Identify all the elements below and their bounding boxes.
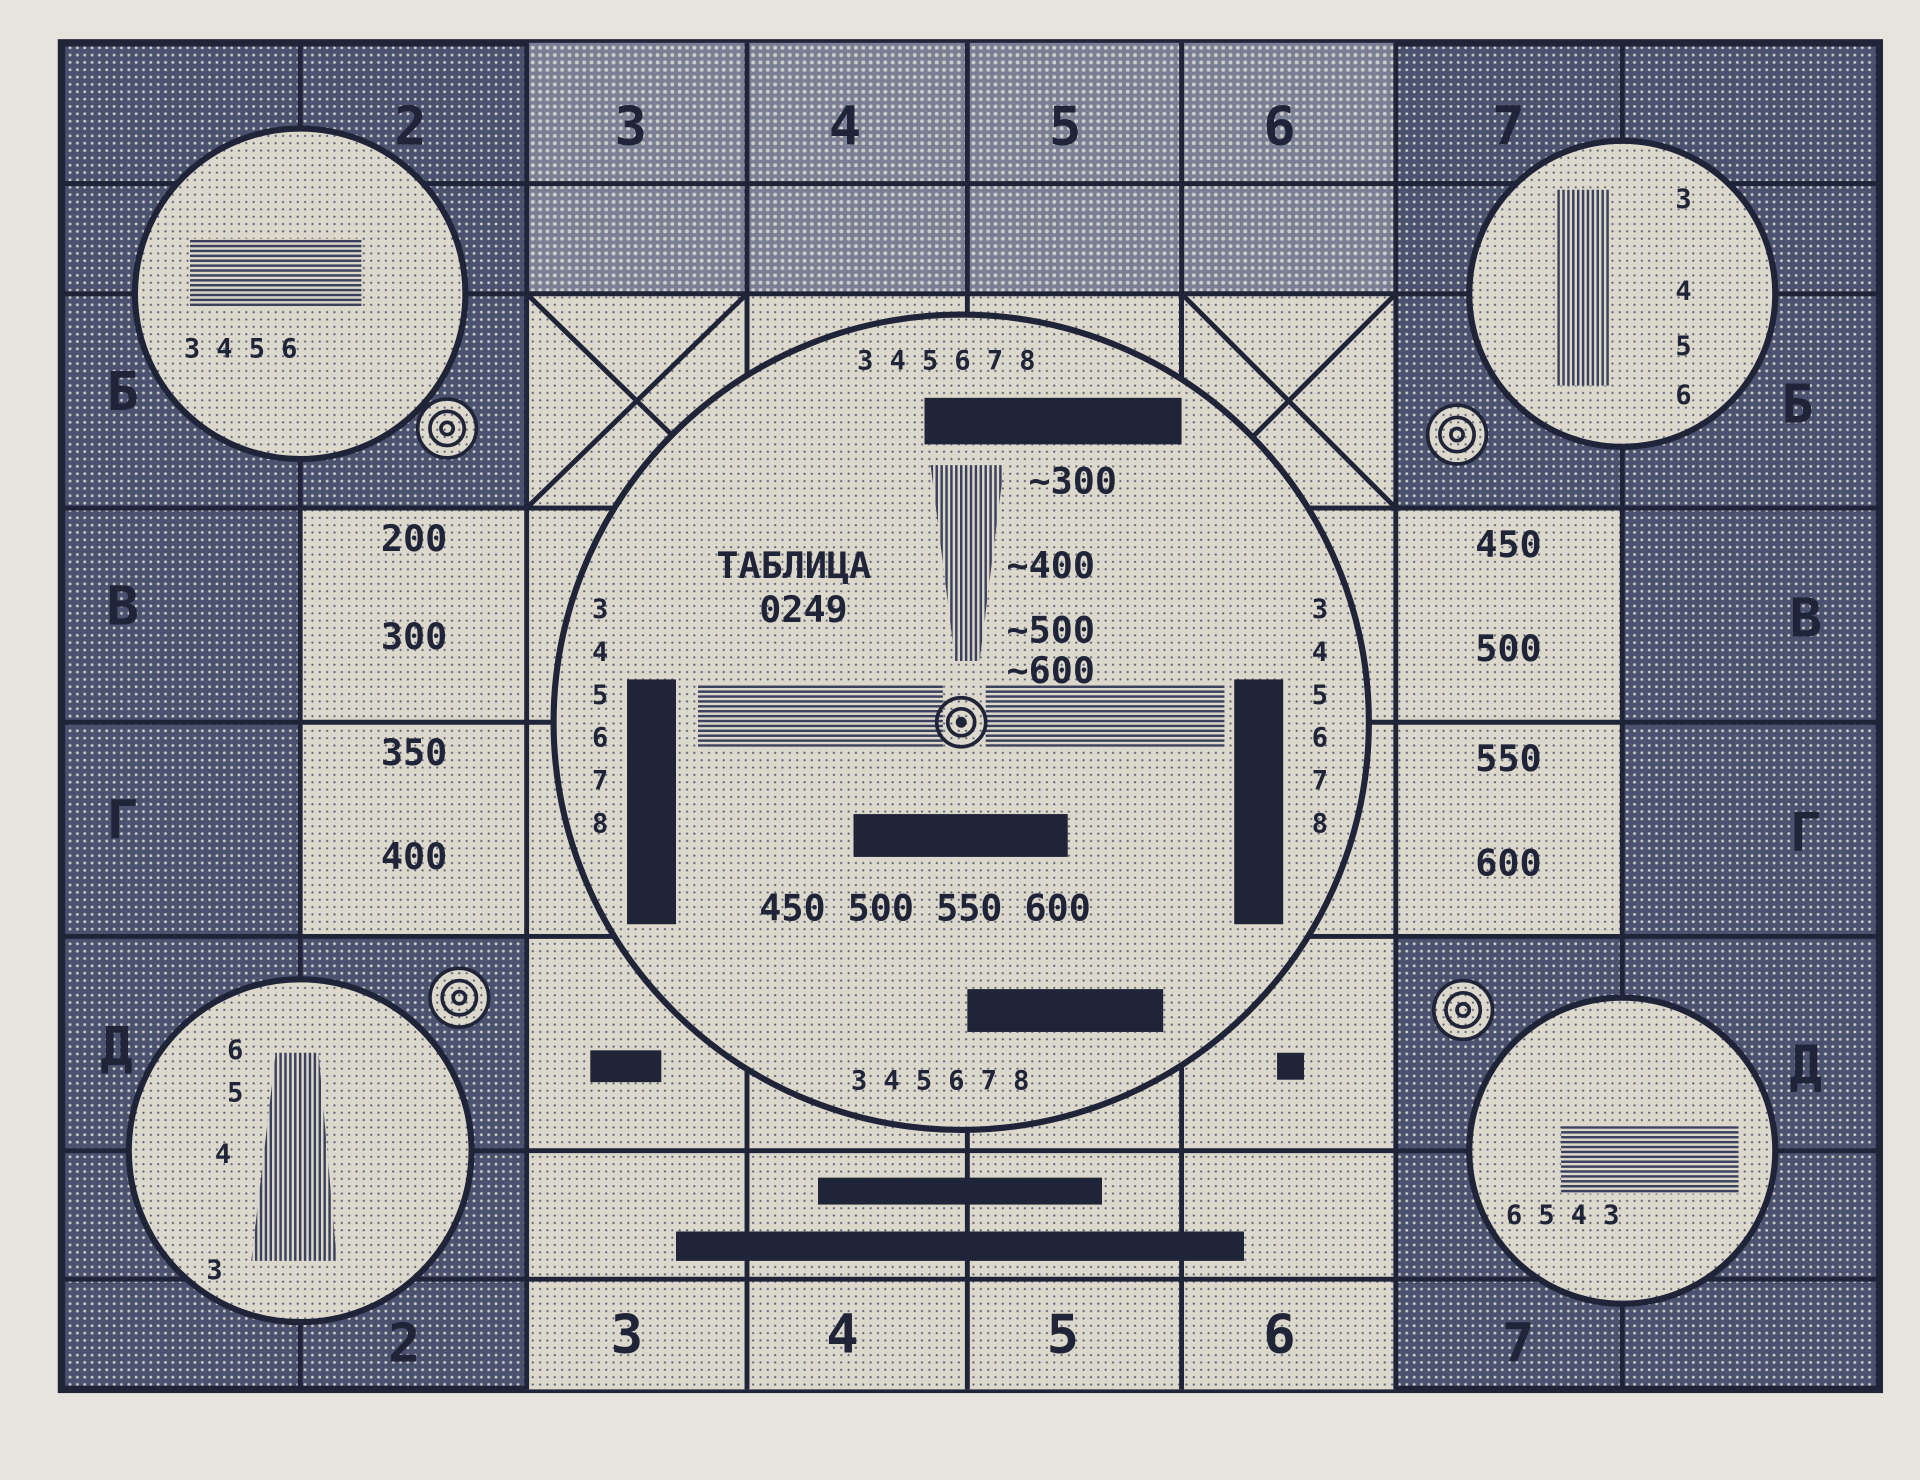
wedge-top-right [1554,189,1611,386]
side-scale: 4 [592,637,608,668]
resolution-label: 300 [381,615,447,658]
resolution-label: 200 [381,517,447,560]
resolution-label: 350 [381,731,447,774]
top-band [526,42,1396,294]
bottom-number: 4 [826,1303,858,1366]
line-mark: ~600 [1007,649,1095,692]
wedge-vertical [930,465,1005,662]
top-number: 5 [1049,94,1081,157]
right-letter: Д [1790,1033,1822,1096]
side-scale: 5 [592,680,608,711]
top-number: 2 [394,94,426,157]
table-code: 0249 [759,588,847,631]
target-icon [1431,978,1495,1042]
resolution-label: 500 [1475,627,1541,670]
left-letter: Г [106,789,138,852]
bottom-number: 6 [1263,1303,1295,1366]
target-icon [428,966,491,1029]
wedge-bottom-left [251,1052,337,1261]
bottom-number: 2 [388,1311,420,1374]
corner-scale: 5 [1675,331,1691,362]
side-scale: 6 [1312,723,1328,754]
bottom-number: 7 [1502,1311,1534,1374]
corner-scale: 5 [227,1078,243,1109]
line-mark: ~500 [1007,609,1095,652]
center-target-icon [934,695,988,749]
corner-scale: 6 [227,1035,243,1066]
side-scale: 4 [1312,637,1328,668]
table-title: ТАБЛИЦА [716,544,871,587]
corner-scale: 6 5 4 3 [1506,1200,1619,1231]
corner-scale: 3 [206,1255,222,1286]
left-letter: Д [100,1015,132,1078]
corner-scale: 6 [1675,380,1691,411]
side-scale: 5 [1312,680,1328,711]
left-letter: В [106,574,138,637]
side-scale: 8 [1312,808,1328,839]
side-scale: 7 [592,766,608,797]
resolution-label: 600 [1475,841,1541,884]
target-icon [415,397,479,460]
side-scale: 7 [1312,766,1328,797]
side-scale: 3 [592,594,608,625]
corner-circle-top-right [1466,137,1779,450]
corner-scale: 4 [1675,276,1691,307]
target-icon [1425,403,1489,466]
bottom-number: 3 [611,1303,643,1366]
right-letter: В [1790,587,1822,650]
side-scale: 8 [592,808,608,839]
corner-scale: 4 [215,1139,231,1170]
wedge-left [698,685,943,747]
bottom-number: 5 [1047,1303,1079,1366]
top-number: 3 [614,94,646,157]
top-number: 4 [829,94,861,157]
line-mark: ~300 [1029,459,1117,502]
side-scale: 6 [592,723,608,754]
line-mark-row: 450 500 550 600 [759,887,1091,930]
center-bars [590,397,1304,1261]
scale-bottom: 3 4 5 6 7 8 [851,1065,1029,1096]
resolution-label: 450 [1475,523,1541,566]
wedge-bottom-right [1561,1126,1739,1194]
top-number: 6 [1263,94,1295,157]
resolution-label: 400 [381,835,447,878]
wedge-top-left [190,238,362,307]
side-scale: 3 [1312,594,1328,625]
resolution-label: 550 [1475,737,1541,780]
right-letter: Г [1790,801,1822,864]
right-letter: Б [1781,372,1813,435]
scale-top: 3 4 5 6 7 8 [857,346,1035,377]
left-letter: Б [106,360,138,423]
top-number: 7 [1492,94,1524,157]
wedge-right [985,685,1225,747]
corner-scale: 3 4 5 6 [184,333,297,364]
line-mark: ~400 [1007,544,1095,587]
corner-scale: 3 [1675,184,1691,215]
